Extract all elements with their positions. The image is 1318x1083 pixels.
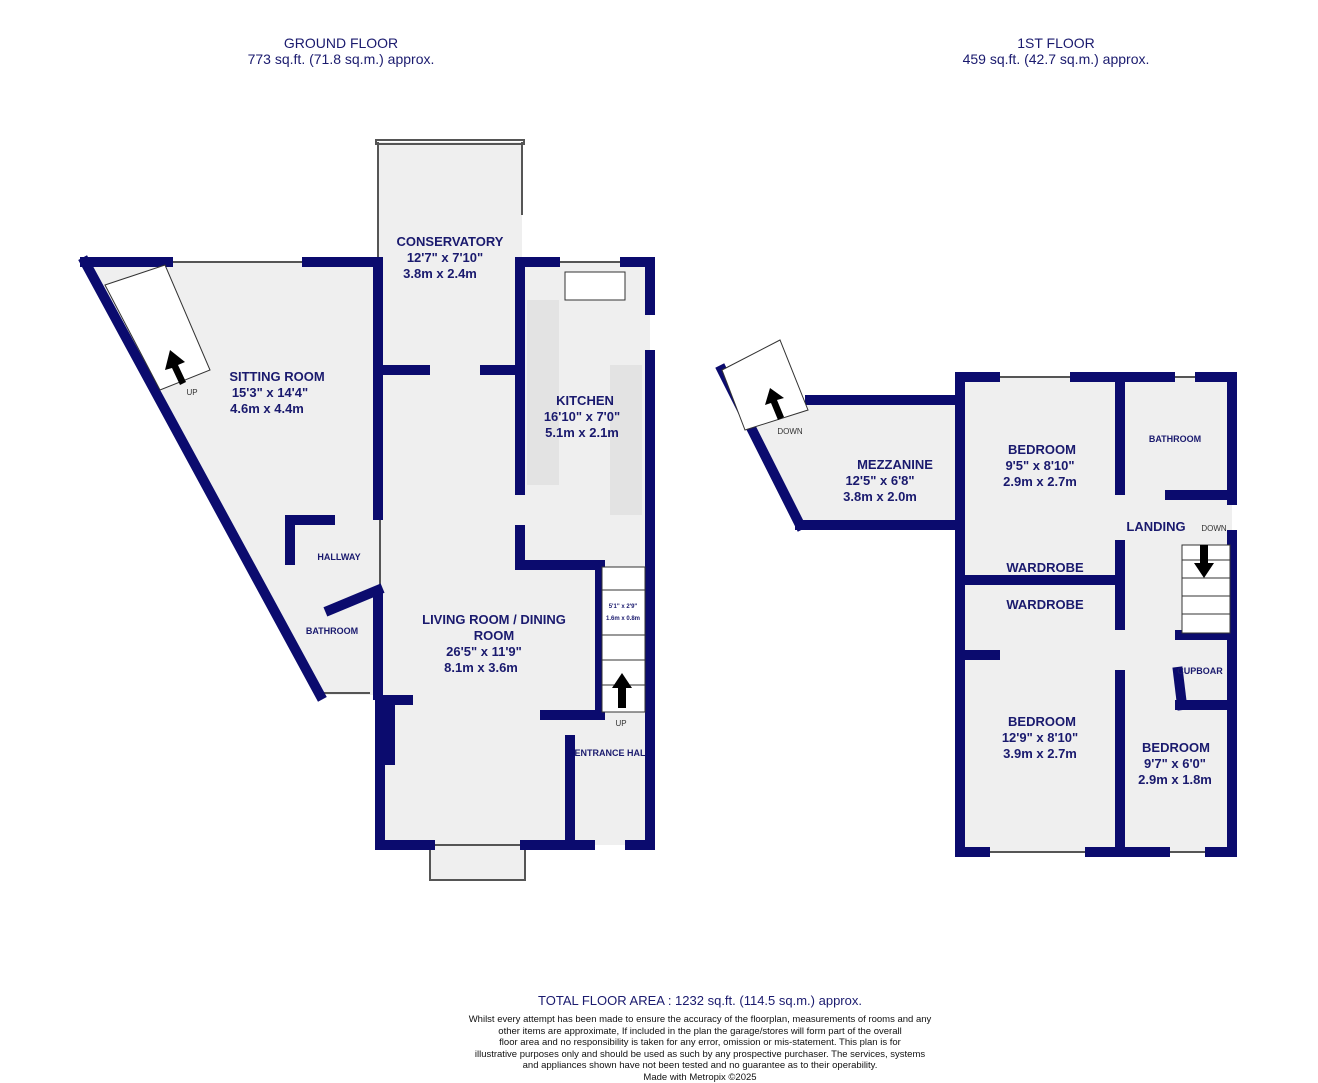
sitting-room-imperial: 15'3" x 14'4"	[232, 385, 308, 400]
kitchen-worktop	[527, 300, 559, 485]
mezzanine-down-label: DOWN	[777, 427, 803, 436]
disclaimer-line: floor area and no responsibility is take…	[440, 1037, 960, 1049]
bathroom-ground-label: BATHROOM	[306, 626, 358, 636]
mezzanine-metric: 3.8m x 2.0m	[843, 489, 917, 504]
cupboard-label: CUPBOAR	[1177, 666, 1223, 676]
kitchen-label: KITCHEN	[556, 393, 614, 408]
bedroom-1-label: BEDROOM	[1008, 442, 1076, 457]
bedroom-2-imperial: 12'9" x 8'10"	[1002, 730, 1078, 745]
wardrobe-2-label: WARDROBE	[1006, 597, 1084, 612]
bathroom-first-label: BATHROOM	[1149, 434, 1201, 444]
disclaimer-line: and appliances shown have not been teste…	[440, 1060, 960, 1072]
sink-icon	[565, 272, 625, 300]
disclaimer-line: illustrative purposes only and should be…	[440, 1049, 960, 1061]
disclaimer-line: other items are approximate, If included…	[440, 1026, 960, 1038]
conservatory-label: CONSERVATORY	[397, 234, 504, 249]
living-room-imperial: 26'5" x 11'9"	[446, 644, 522, 659]
conservatory-metric: 3.8m x 2.4m	[403, 266, 477, 281]
stairs-metric: 1.6m x 0.8m	[606, 616, 640, 622]
landing-label: LANDING	[1126, 519, 1185, 534]
sitting-up-label: UP	[186, 388, 197, 397]
total-floor-area: TOTAL FLOOR AREA : 1232 sq.ft. (114.5 sq…	[440, 993, 960, 1008]
conservatory-imperial: 12'7" x 7'10"	[407, 250, 483, 265]
bedroom-1-metric: 2.9m x 2.7m	[1003, 474, 1077, 489]
hallway-label: HALLWAY	[317, 552, 360, 562]
living-room-label: LIVING ROOM / DINING	[422, 612, 566, 627]
bedroom-2-label: BEDROOM	[1008, 714, 1076, 729]
mezzanine-imperial: 12'5" x 6'8"	[845, 473, 914, 488]
wardrobe-1-label: WARDROBE	[1006, 560, 1084, 575]
living-room-metric: 8.1m x 3.6m	[444, 660, 518, 675]
entrance-hall-label: ENTRANCE HAL	[575, 748, 647, 758]
disclaimer: Whilst every attempt has been made to en…	[440, 1014, 960, 1083]
living-room-label-2: ROOM	[474, 628, 514, 643]
bedroom-3-label: BEDROOM	[1142, 740, 1210, 755]
sitting-room-label: SITTING ROOM	[229, 369, 324, 384]
kitchen-metric: 5.1m x 2.1m	[545, 425, 619, 440]
stairs-imperial: 5'1" x 2'9"	[609, 604, 638, 610]
bay-floor	[430, 845, 525, 880]
bedroom-3-imperial: 9'7" x 6'0"	[1144, 756, 1206, 771]
stairs-up-label: UP	[615, 719, 626, 728]
bedroom-1-imperial: 9'5" x 8'10"	[1005, 458, 1074, 473]
kitchen-imperial: 16'10" x 7'0"	[544, 409, 620, 424]
kitchen-worktop	[610, 365, 642, 515]
made-with: Made with Metropix ©2025	[440, 1072, 960, 1083]
bedroom-2-metric: 3.9m x 2.7m	[1003, 746, 1077, 761]
disclaimer-line: Whilst every attempt has been made to en…	[440, 1014, 960, 1026]
bedroom-3-metric: 2.9m x 1.8m	[1138, 772, 1212, 787]
mezzanine-label: MEZZANINE	[857, 457, 933, 472]
room-floors	[85, 142, 1232, 880]
landing-down-label: DOWN	[1201, 524, 1227, 533]
sitting-room-metric: 4.6m x 4.4m	[230, 401, 304, 416]
